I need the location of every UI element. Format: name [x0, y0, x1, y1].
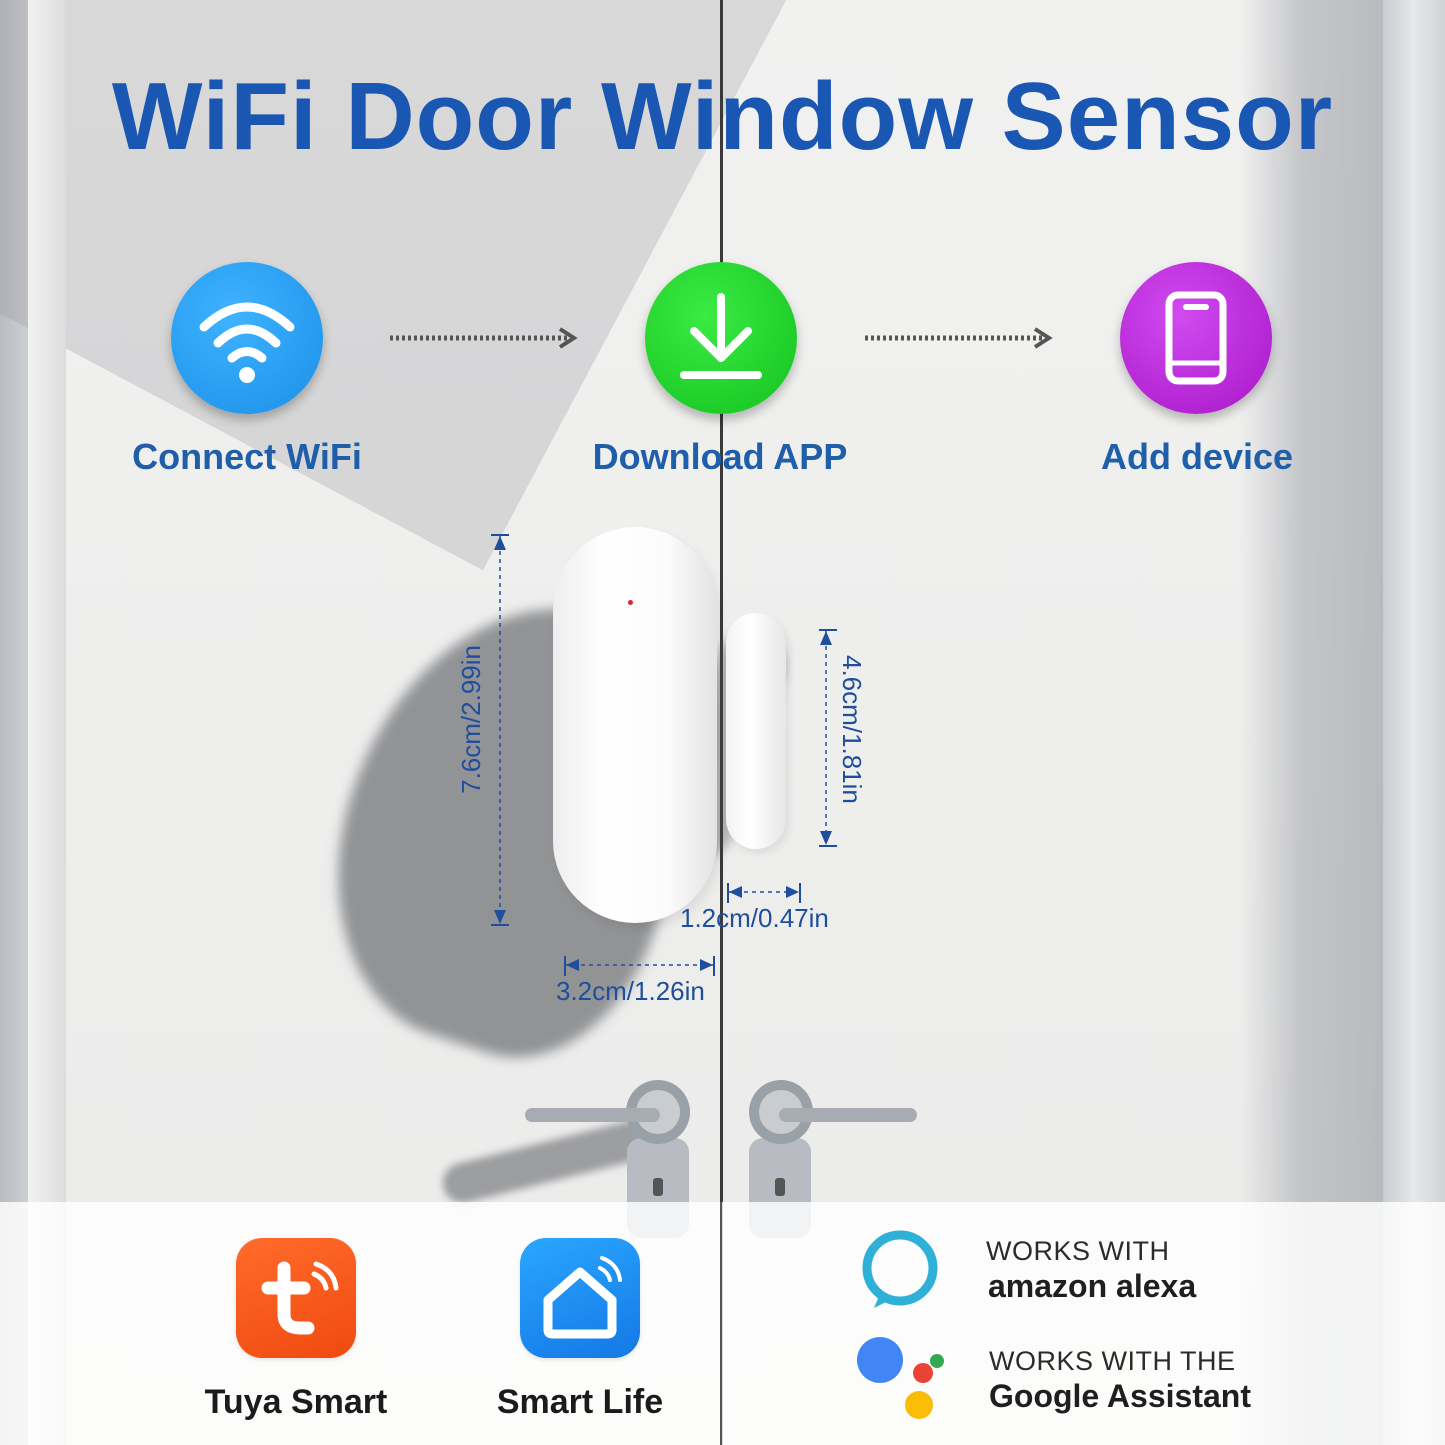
smart-life-logo	[543, 1256, 622, 1339]
tuya-smart-icon	[236, 1238, 356, 1358]
wifi-step-circle	[171, 262, 323, 414]
phone-icon	[1165, 291, 1227, 385]
tuya-logo	[261, 1261, 339, 1335]
step-label-download-app: Download APP	[592, 436, 848, 477]
main-width-label: 3.2cm/1.26in	[556, 976, 705, 1006]
arrow-right-icon	[390, 327, 578, 349]
google-assistant-icon	[857, 1337, 944, 1419]
alexa-icon	[862, 1230, 938, 1308]
app-label-smart-life: Smart Life	[496, 1383, 664, 1421]
sensor-main-unit	[553, 527, 717, 923]
magnet-width-label: 1.2cm/0.47in	[680, 903, 829, 933]
magnet-height-dimension-line	[819, 629, 837, 847]
app-label-tuya-smart: Tuya Smart	[204, 1383, 388, 1421]
main-height-label: 7.6cm/2.99in	[456, 645, 486, 794]
download-icon	[680, 293, 762, 379]
smart-life-icon	[520, 1238, 640, 1358]
google-brand: Google Assistant	[989, 1378, 1251, 1414]
door-seam	[720, 0, 723, 1445]
sensor-led	[628, 600, 633, 605]
add-device-step-circle	[1120, 262, 1272, 414]
main-height-dimension-line	[491, 534, 509, 926]
download-step-circle	[645, 262, 797, 414]
magnet-height-label: 4.6cm/1.81in	[837, 655, 867, 804]
magnet-width-dimension-line	[727, 883, 801, 903]
step-label-add-device: Add device	[1100, 436, 1294, 477]
arrow-right-icon	[865, 327, 1053, 349]
alexa-works-with: WORKS WITH	[986, 1236, 1170, 1266]
google-works-with: WORKS WITH THE	[989, 1346, 1236, 1376]
step-label-connect-wifi: Connect WiFi	[132, 436, 362, 477]
main-width-dimension-line	[564, 956, 715, 976]
alexa-brand: amazon alexa	[988, 1268, 1197, 1304]
wifi-icon	[199, 302, 295, 383]
sensor-magnet	[726, 613, 786, 849]
band-divider	[720, 1202, 722, 1445]
